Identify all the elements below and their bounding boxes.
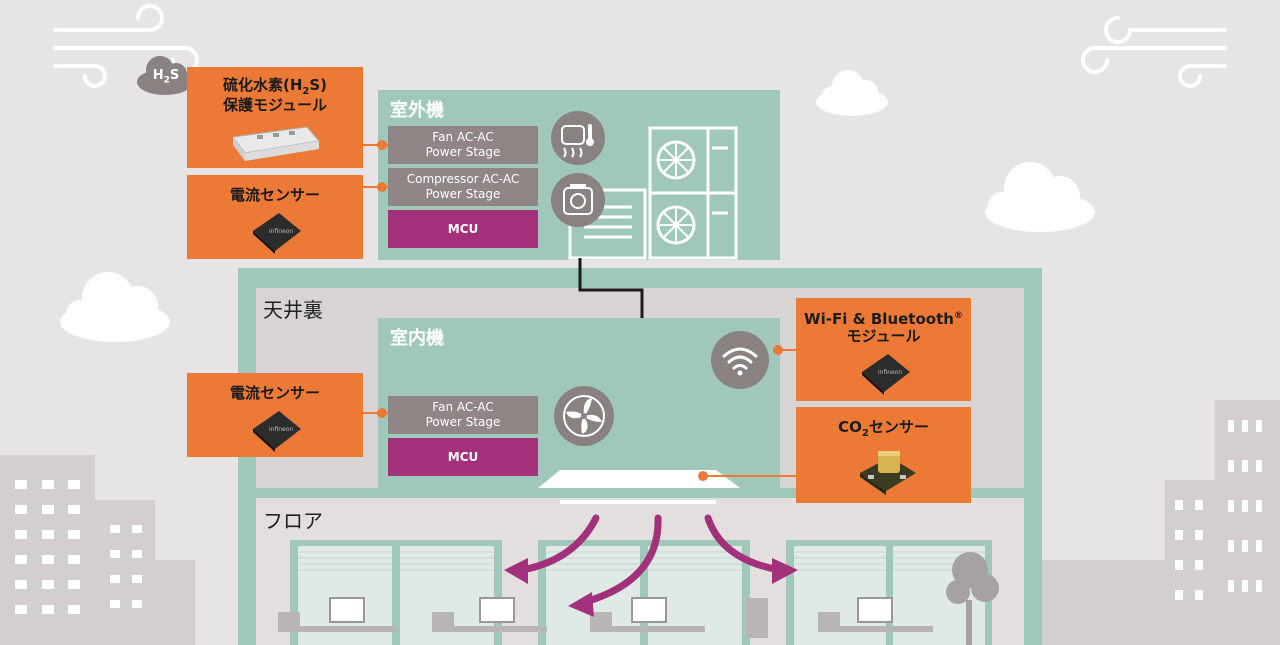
wifi-icon [711,331,769,389]
floor-label: フロア [263,509,323,533]
office-furniture [278,597,933,638]
indoor-mcu: MCU [388,438,538,476]
city-left-windows [15,480,142,614]
h2s-module-title-line1: 硫化水素(H2S) [187,75,363,102]
h2s-badge-s: S [169,68,180,83]
outdoor-current-sensor-card: 電流センサー infineon [187,175,363,259]
current-sensor-chip-image: infineon [253,411,301,452]
h2s-protection-module-card: 硫化水素(H2S) 保護モジュール [187,67,363,168]
h2s-formula-sub: 2 [302,86,310,97]
outdoor-icons [551,111,605,227]
outdoor-mcu: MCU [388,210,538,248]
wifi-bluetooth-module-card: Wi-Fi & Bluetooth® モジュール infineon [796,298,971,401]
city-right [1040,400,1280,645]
compressor-stage-line1: Compressor AC-AC [406,172,520,186]
wifi-module-title-line1: Wi-Fi & Bluetooth® [796,306,971,329]
co2-sensor-card: CO2センサー [796,407,971,503]
h2s-module-title-line2: 保護モジュール [223,96,327,114]
cloud-left [60,272,170,342]
compressor-stage-line2: Power Stage [425,187,501,201]
h2s-badge-sub: 2 [163,75,170,86]
co2-sensor-title: CO2センサー [796,417,971,444]
co2-sensor-board-image [860,451,916,495]
indoor-unit-title: 室内機 [390,328,444,349]
plant [946,552,999,645]
outdoor-fan-power-stage: Fan AC-AC Power Stage [388,126,538,164]
h2s-badge: H2S [150,68,182,86]
chip-brand-text: infineon [269,228,293,235]
airflow-arrowheads [504,558,798,617]
fan-icon [554,386,614,446]
compressor-power-stage: Compressor AC-AC Power Stage [388,168,538,206]
current-sensor-chip-image: infineon [253,213,301,254]
indoor-vent [538,470,740,488]
connectors [363,140,796,481]
wifi-module-title-line2: モジュール [846,327,921,345]
h2s-formula-close: S) [309,76,328,94]
city-left [0,455,195,645]
outdoor-fan-spokes [660,144,692,241]
city-right-windows [1175,420,1262,600]
h2s-formula-open: (H [282,76,303,94]
co2-tail: センサー [868,418,929,436]
cloud-right [985,162,1095,232]
chip-brand-text: infineon [269,426,293,433]
outdoor-fan-stage-line2: Power Stage [425,145,501,159]
airflow-arrows [518,514,784,606]
outdoor-current-sensor-title: 電流センサー [229,186,320,204]
compressor-icon [551,173,605,227]
indoor-fan-power-stage: Fan AC-AC Power Stage [388,396,538,434]
power-module-image [232,126,320,161]
h2s-badge-h: H [152,68,164,83]
refrigerant-pipe [578,258,644,318]
co2-sub: 2 [861,428,869,439]
cloud-h2s [137,56,193,95]
wind-icon-right [1081,16,1227,88]
ceiling-label: 天井裏 [263,298,323,322]
chip-brand-text: infineon [878,369,902,376]
wifi-module-reg: ® [953,311,963,321]
co2-main: CO [838,418,862,436]
fan-temperature-icon [551,111,605,165]
indoor-current-sensor-title: 電流センサー [229,384,320,402]
vent-louver [560,500,716,504]
blinds [298,551,985,571]
h2s-module-line1: 硫化水素 [222,76,283,94]
outdoor-fan-stage-line1: Fan AC-AC [432,130,494,144]
indoor-fan-stage-line2: Power Stage [425,415,501,429]
wifi-module-chip-image: infineon [862,354,910,395]
outdoor-unit-title: 室外機 [390,100,444,121]
indoor-fan-stage-line1: Fan AC-AC [432,400,494,414]
indoor-current-sensor-card: 電流センサー infineon [187,373,363,457]
cloud-small-top [816,70,888,116]
wifi-module-line1: Wi-Fi & Bluetooth [804,310,954,328]
